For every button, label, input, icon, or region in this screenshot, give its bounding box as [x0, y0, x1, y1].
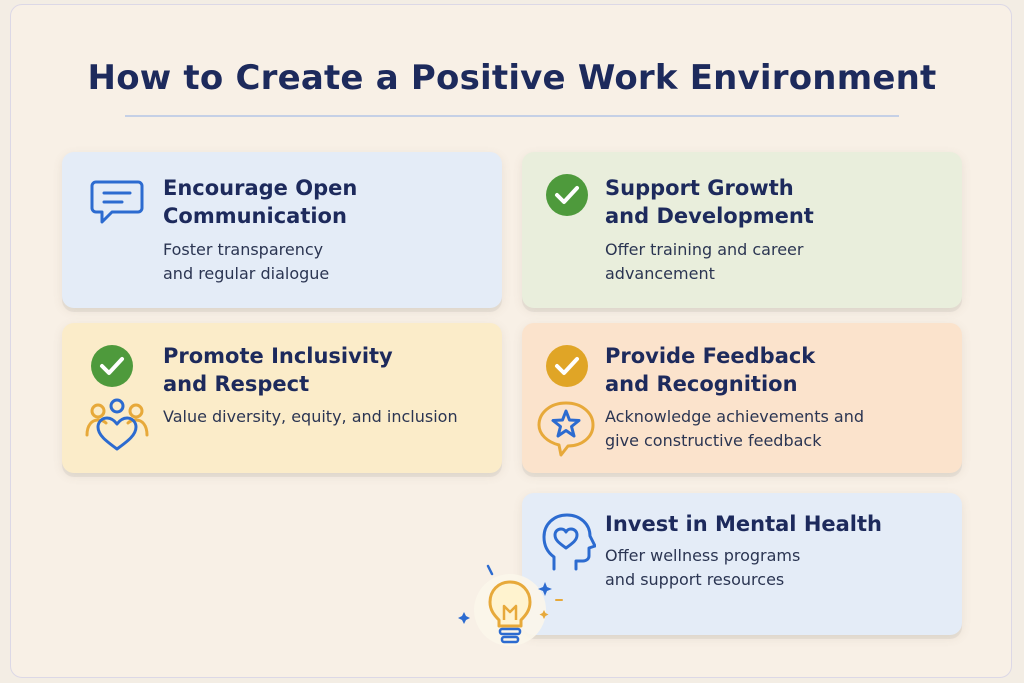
- chat-bubble-icon: [90, 180, 144, 224]
- page-title: How to Create a Positive Work Environmen…: [87, 58, 937, 98]
- green-check-icon: [91, 345, 133, 387]
- card-title: Support Growth and Development: [605, 176, 814, 228]
- card-title: Encourage Open Communication: [163, 176, 358, 228]
- green-check-icon: [546, 174, 588, 216]
- card-title: Invest in Mental Health: [605, 512, 882, 536]
- card-open-communication: Encourage Open Communication Foster tran…: [62, 152, 502, 308]
- card-mental-health: Invest in Mental Health Offer wellness p…: [522, 493, 962, 635]
- card-description: Foster transparency and regular dialogue: [163, 240, 330, 283]
- card-title: Promote Inclusivity and Respect: [163, 344, 393, 396]
- card-title: Provide Feedback and Recognition: [605, 344, 816, 396]
- people-heart-icon: [85, 398, 149, 451]
- lightbulb-icon: [458, 564, 563, 646]
- star-bubble-icon: [537, 401, 595, 457]
- gold-check-icon: [546, 345, 588, 387]
- card-growth-development: Support Growth and Development Offer tra…: [522, 152, 962, 308]
- card-inclusivity-respect: Promote Inclusivity and Respect Value di…: [62, 323, 502, 473]
- head-heart-icon: [542, 513, 596, 571]
- card-description: Offer training and career advancement: [605, 240, 804, 283]
- title-divider: [125, 115, 899, 117]
- card-description: Value diversity, equity, and inclusion: [163, 407, 458, 426]
- card-feedback-recognition: Provide Feedback and Recognition Acknowl…: [522, 323, 962, 473]
- card-description: Acknowledge achievements and give constr…: [605, 407, 864, 450]
- card-description: Offer wellness programs and support reso…: [605, 546, 801, 589]
